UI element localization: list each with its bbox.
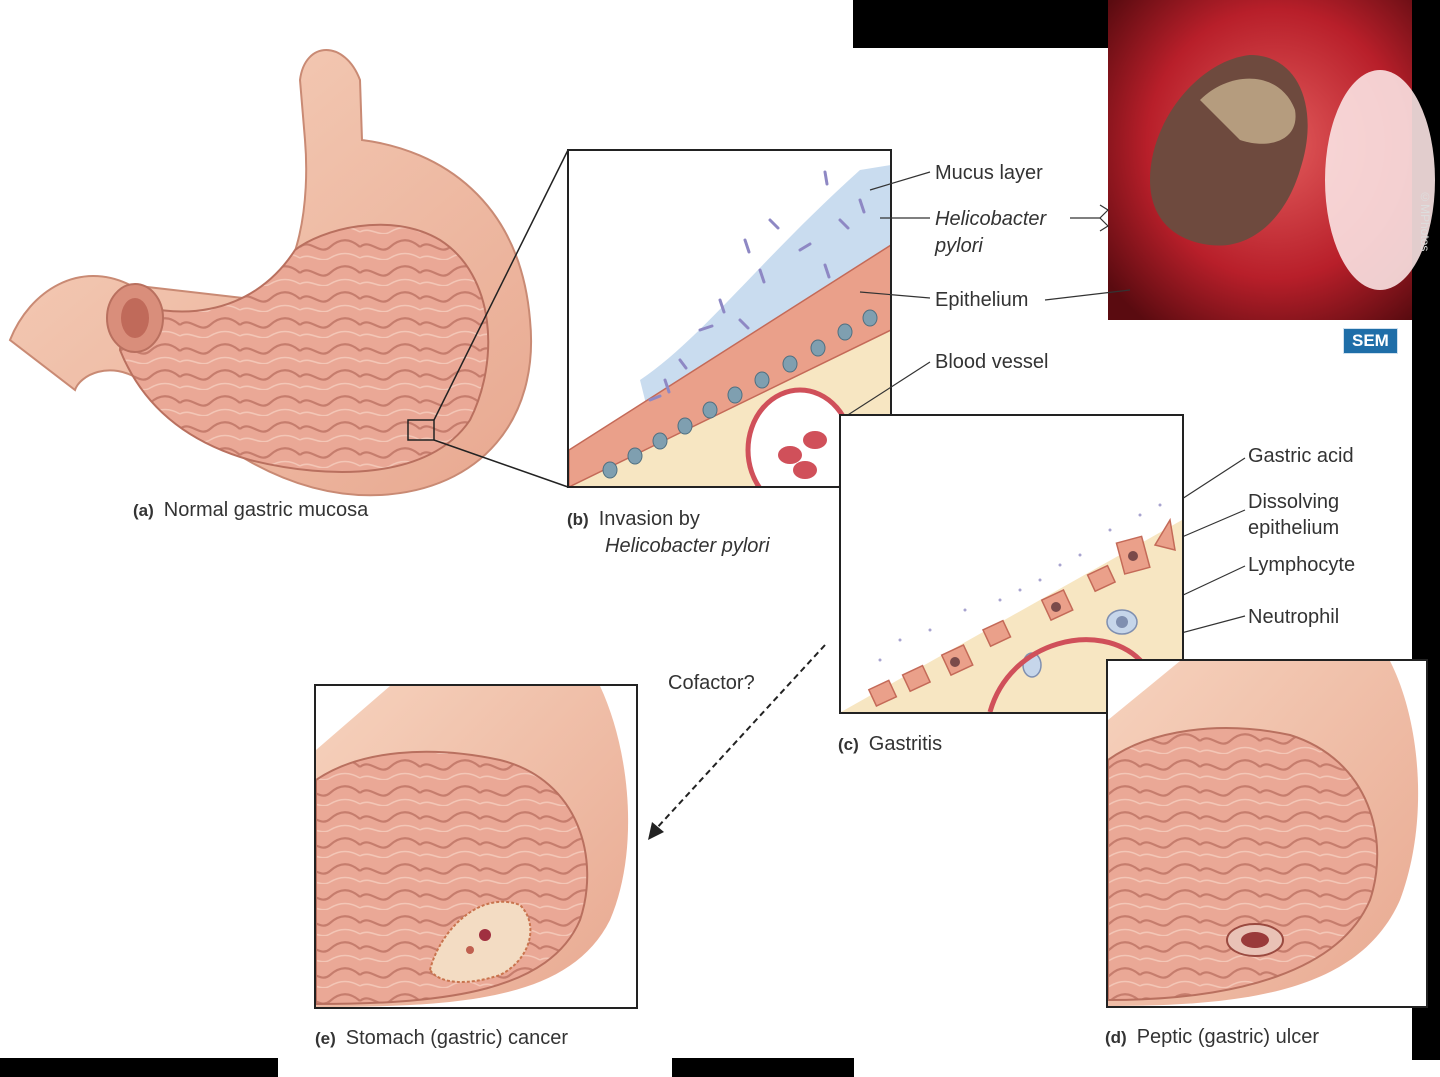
label-dissolving-line1: Dissolving	[1248, 491, 1340, 513]
zoom-line-bottom	[433, 439, 569, 488]
zoom-line-top	[433, 149, 569, 421]
caption-text-a: Normal gastric mucosa	[163, 499, 369, 521]
panel-e-illustration	[314, 684, 638, 1009]
cofactor-arrow	[648, 644, 826, 840]
panel-b-illustration	[567, 149, 892, 488]
label-gastric-acid: Gastric acid	[1248, 445, 1354, 467]
caption-text-d: Peptic (gastric) ulcer	[1136, 1026, 1319, 1048]
black-bar-bottom-mid	[672, 1058, 854, 1077]
panel-letter-c: (c)	[838, 735, 859, 754]
caption-panel-a: (a) Normal gastric mucosa	[133, 498, 368, 522]
label-dissolving-line2: epithelium	[1248, 517, 1340, 539]
black-bar-bottom-left	[0, 1058, 278, 1077]
label-cofactor: Cofactor?	[668, 672, 755, 694]
label-lymphocyte: Lymphocyte	[1248, 554, 1356, 576]
panel-letter-e: (e)	[315, 1029, 336, 1048]
caption-panel-c: (c) Gastritis	[838, 732, 942, 756]
caption-text-b-line1: Invasion by	[598, 508, 700, 530]
endoscopic-micrograph	[1108, 0, 1435, 320]
panel-c-illustration	[839, 414, 1184, 714]
caption-text-c: Gastritis	[868, 733, 943, 755]
caption-panel-d: (d) Peptic (gastric) ulcer	[1105, 1025, 1319, 1049]
photo-credit: ©MPhotos	[1418, 190, 1432, 252]
label-epithelium: Epithelium	[935, 289, 1029, 311]
label-helicobacter-line1: Helicobacter	[935, 208, 1047, 230]
panel-letter-a: (a)	[133, 501, 154, 520]
panel-letter-d: (d)	[1105, 1028, 1127, 1047]
label-neutrophil: Neutrophil	[1248, 606, 1340, 628]
caption-panel-e: (e) Stomach (gastric) cancer	[315, 1026, 568, 1050]
label-mucus-layer: Mucus layer	[935, 162, 1043, 184]
sem-badge: SEM	[1343, 328, 1398, 354]
panel-d-illustration	[1106, 659, 1428, 1008]
stomach-normal	[8, 49, 533, 497]
panel-letter-b: (b)	[567, 510, 589, 529]
label-helicobacter-line2: pylori	[935, 235, 983, 257]
caption-text-e: Stomach (gastric) cancer	[345, 1027, 569, 1049]
black-bar-top	[853, 0, 1108, 48]
label-blood-vessel: Blood vessel	[935, 351, 1049, 373]
caption-panel-b: (b) Invasion by	[567, 507, 700, 531]
caption-text-b-line2: Helicobacter pylori	[605, 535, 770, 557]
